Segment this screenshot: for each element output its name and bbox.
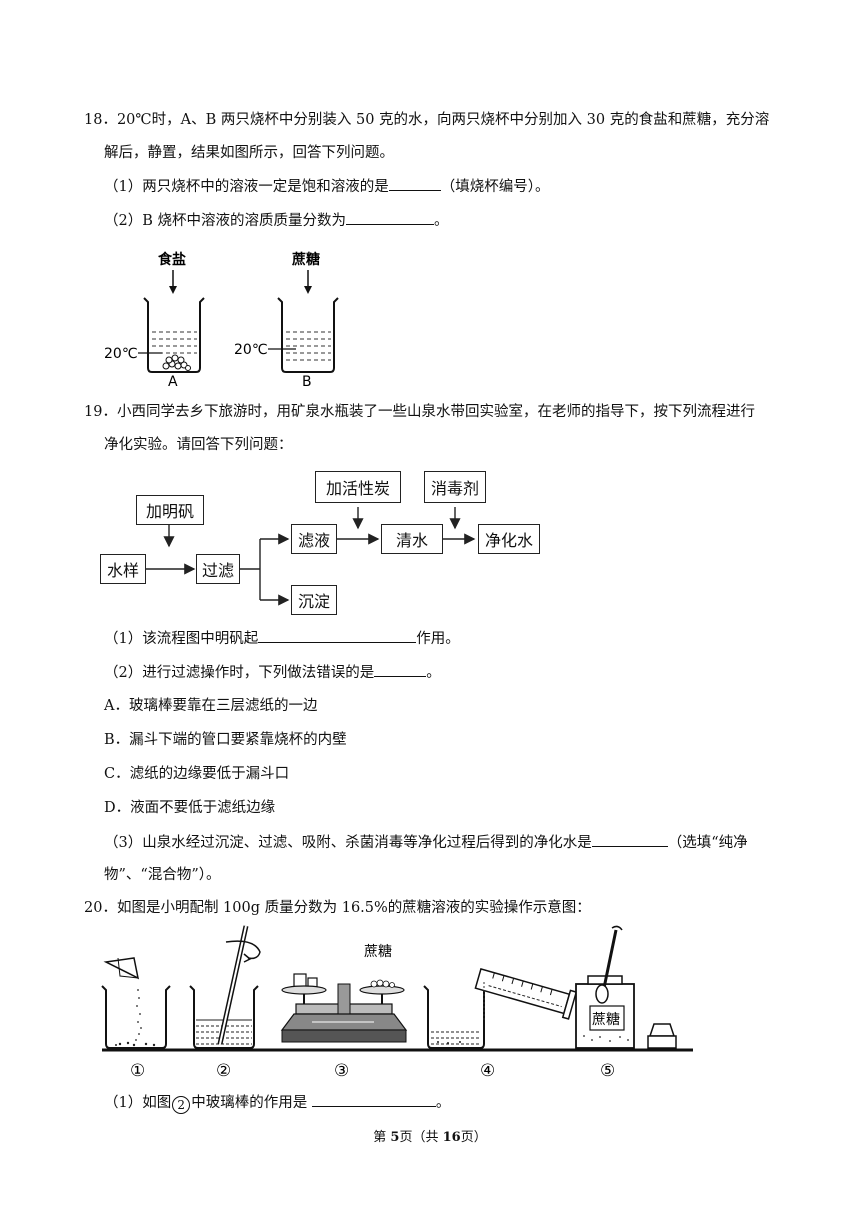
page-number: 5 <box>390 1130 400 1145</box>
beaker-label-b: B <box>302 374 312 390</box>
flowchart-arrows <box>146 507 476 606</box>
q19-option-a: A．玻璃棒要靠在三层滤纸的一边 <box>104 698 318 714</box>
step2-stir-icon <box>189 925 261 1049</box>
step5-jar-icon: 蔗糖 <box>575 925 677 1049</box>
step1-pour-icon <box>101 957 171 1049</box>
q19-option-c: C．滤纸的边缘要低于漏斗口 <box>104 766 290 782</box>
flow-box-filtrate: 滤液 <box>291 524 337 554</box>
step-label-2: ② <box>216 1061 231 1080</box>
answer-blank[interactable] <box>591 832 668 847</box>
flow-box-sample: 水样 <box>100 554 146 584</box>
step4-cylinder-icon <box>423 967 578 1049</box>
q18-beaker-figure: 食盐 20℃ A 蔗糖 20℃ B <box>104 251 339 390</box>
answer-blank[interactable] <box>258 628 417 643</box>
temp-label-b: 20℃ <box>234 342 268 358</box>
q19-option-d: D．液面不要低于滤纸边缘 <box>104 800 276 816</box>
answer-blank[interactable] <box>388 176 441 191</box>
q18-stem-line2: 解后，静置，结果如图所示，回答下列问题。 <box>104 145 394 161</box>
flow-box-disinfectant: 消毒剂 <box>424 471 486 503</box>
page-footer: 第 5页（共 16页） <box>0 1128 860 1148</box>
salt-label: 食盐 <box>158 251 186 268</box>
q19-sub3-text: （3）山泉水经过沉淀、过滤、吸附、杀菌消毒等净化过程后得到的净化水是 <box>104 835 592 851</box>
q20-sub1-mid: 中玻璃棒的作用是 <box>191 1095 308 1111</box>
q19-sub1-suffix: 作用。 <box>416 631 460 647</box>
footer-suffix: 页） <box>460 1130 487 1145</box>
q18-sub2-suffix: 。 <box>434 213 449 229</box>
step-label-5: ⑤ <box>600 1061 615 1080</box>
q18-subquestion-1: （1）两只烧杯中的溶液一定是饱和溶液的是 （填烧杯编号）。 <box>104 176 549 197</box>
q19-sub2-suffix: 。 <box>426 665 441 681</box>
q19-subquestion-1: （1）该流程图中明矾起 作用。 <box>104 628 460 649</box>
answer-blank[interactable] <box>311 1092 436 1107</box>
sugar-jar-label: 蔗糖 <box>592 1012 620 1028</box>
footer-prefix: 第 <box>373 1130 391 1145</box>
q18-sub1-text: （1）两只烧杯中的溶液一定是饱和溶液的是 <box>104 179 389 195</box>
q19-subquestion-3: （3）山泉水经过沉淀、过滤、吸附、杀菌消毒等净化过程后得到的净化水是 （选填“纯净 <box>104 832 748 853</box>
flow-box-purified-water: 净化水 <box>478 524 540 554</box>
q19-sub1-text: （1）该流程图中明矾起 <box>104 631 259 647</box>
q20-sub1-text: （1）如图 <box>104 1095 172 1111</box>
flow-box-filter: 过滤 <box>196 554 240 584</box>
q18-stem-line1: 18．20℃时，A、B 两只烧杯中分别装入 50 克的水，向两只烧杯中分别加入 … <box>84 112 770 128</box>
q19-sub3-suffix: （选填“纯净 <box>667 835 748 851</box>
sugar-top-label: 蔗糖 <box>364 944 392 960</box>
temp-label-a: 20℃ <box>104 346 138 362</box>
q18-sub1-suffix: （填烧杯编号）。 <box>440 179 550 195</box>
footer-middle: 页（共 <box>399 1130 443 1145</box>
q19-subquestion-2: （2）进行过滤操作时，下列做法错误的是 。 <box>104 662 441 683</box>
q19-flowchart: 加明矾 水样 过滤 滤液 沉淀 加活性炭 清水 消毒剂 净化水 <box>100 466 540 616</box>
flow-box-alum: 加明矾 <box>136 495 204 525</box>
q20-procedure-figure: 蔗糖 <box>101 925 693 1080</box>
step-label-4: ④ <box>480 1061 495 1080</box>
q19-subquestion-3-line2: 物”、“混合物”）。 <box>104 867 221 883</box>
q18-subquestion-2: （2）B 烧杯中溶液的溶质质量分数为 。 <box>104 210 449 231</box>
step-label-1: ① <box>130 1061 145 1080</box>
q18-sub2-text: （2）B 烧杯中溶液的溶质质量分数为 <box>104 213 346 229</box>
beaker-label-a: A <box>168 374 178 390</box>
sugar-label: 蔗糖 <box>291 251 320 268</box>
flow-box-carbon: 加活性炭 <box>315 471 401 503</box>
undissolved-salt-icon <box>162 354 191 371</box>
q20-stem: 20．如图是小明配制 100g 质量分数为 16.5%的蔗糖溶液的实验操作示意图… <box>84 900 591 916</box>
flow-box-sediment: 沉淀 <box>291 585 337 615</box>
answer-blank[interactable] <box>346 210 434 225</box>
page-total: 16 <box>442 1130 461 1145</box>
answer-blank[interactable] <box>374 662 427 677</box>
q19-option-b: B．漏斗下端的管口要紧靠烧杯的内壁 <box>104 732 347 748</box>
step3-balance-icon: 蔗糖 <box>280 944 408 1043</box>
circled-number: 2 <box>172 1096 191 1114</box>
q19-stem-line2: 净化实验。请回答下列问题： <box>104 437 293 453</box>
step-label-3: ③ <box>334 1061 349 1080</box>
q20-sub1-suffix: 。 <box>435 1095 451 1111</box>
q19-stem-line1: 19．小西同学去乡下旅游时，用矿泉水瓶装了一些山泉水带回实验室，在老师的指导下，… <box>84 404 755 420</box>
flow-box-clear-water: 清水 <box>381 524 443 554</box>
q19-sub2-text: （2）进行过滤操作时，下列做法错误的是 <box>104 665 375 681</box>
